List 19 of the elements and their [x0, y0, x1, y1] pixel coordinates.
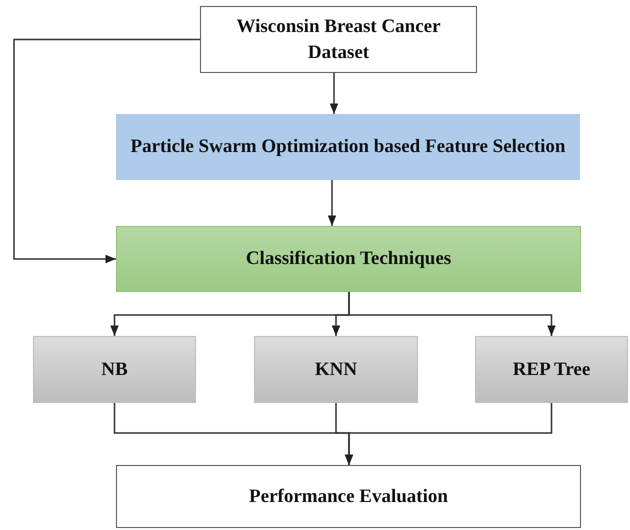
box-label: Performance Evaluation: [249, 484, 448, 508]
connector-arrow: [13, 38, 200, 264]
connector-arrow: [328, 180, 336, 226]
process-box: [116, 114, 580, 180]
process-box: [475, 336, 628, 403]
connector-arrow: [330, 73, 338, 114]
connector-arrow: [344, 403, 552, 465]
process-box: [116, 465, 581, 528]
process-box: [254, 336, 418, 403]
box-label: Classification Techniques: [246, 247, 452, 271]
connector-arrow: [348, 292, 556, 336]
process-box: [200, 6, 477, 73]
box-label: KNN: [314, 358, 358, 382]
box-label: Particle Swarm Optimization based Feature Selection: [130, 135, 566, 159]
box-label: NB: [101, 358, 128, 382]
process-box: [116, 226, 581, 292]
box-label: Wisconsin Breast Cancer Dataset: [235, 14, 442, 64]
box-label: REP Tree: [512, 358, 590, 382]
process-box: [33, 336, 196, 403]
